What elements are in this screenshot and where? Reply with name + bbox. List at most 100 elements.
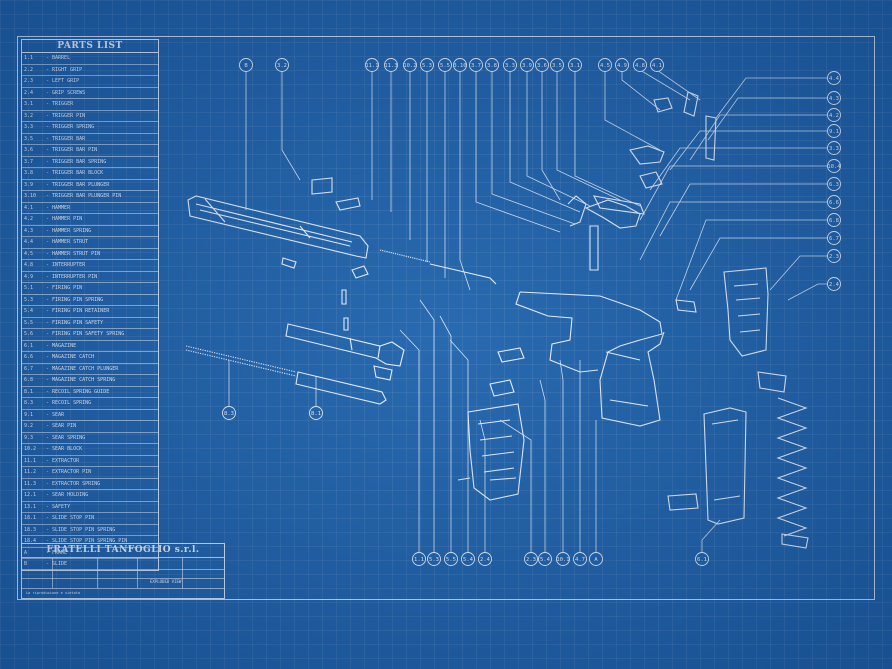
callout-label: 4.8 (635, 63, 645, 69)
slide-stop-drawing (311, 177, 361, 211)
parts-list-row: 5.3- FIRING PIN SPRING (22, 295, 158, 306)
callout-bubble-top: B (239, 58, 253, 72)
part-code: 4.2 (24, 216, 34, 222)
callout-circle (827, 231, 841, 245)
callout-bubble-top: 4.5 (598, 58, 612, 72)
callout-label: 3.8 (487, 63, 497, 69)
parts-list-row: 18.1- SLIDE STOP PIN (22, 513, 158, 525)
parts-list-row: 2.4- GRIP SCREWS (22, 88, 158, 99)
parts-list-row: 4.1- HAMMER (22, 203, 158, 214)
callout-bubble-bottom: 6.1 (695, 552, 709, 566)
leader-line (449, 339, 469, 552)
part-name: - BARREL (46, 55, 71, 61)
callout-bubble-bottom: 5.3 (427, 552, 441, 566)
part-code: 2.4 (24, 89, 34, 96)
part-code: 18.4 (24, 538, 37, 544)
title-block-rule (22, 578, 224, 579)
parts-list-row: 2.3- LEFT GRIP (22, 76, 158, 88)
part-code: 2.2 (24, 66, 34, 73)
part-code: 6.8 (24, 377, 34, 383)
part-name: - FIRING PIN SAFETY (46, 319, 104, 326)
callout-circle (589, 552, 603, 566)
parts-list-row: 12.1- SEAR HOLDING (22, 490, 158, 502)
callout-bubble-bottom: 2.4 (478, 552, 492, 566)
part-code: 3.3 (24, 124, 34, 130)
slide-drawing (187, 195, 369, 259)
leader-line (399, 329, 420, 552)
callout-label: 3.9 (522, 63, 532, 69)
title-block-rule (97, 558, 98, 588)
callout-circle (827, 159, 841, 173)
callout-circle (650, 58, 664, 72)
part-code: 5.6 (24, 331, 34, 337)
hammer-drawing (584, 199, 641, 229)
callout-label: 10.1 (556, 557, 569, 563)
callout-circle (695, 552, 709, 566)
callout-circle (827, 71, 841, 85)
leader-line (479, 419, 486, 552)
callout-label: 2.4 (829, 282, 840, 288)
callout-bubble-top: 3.3 (503, 58, 517, 72)
callout-label: 4.1 (652, 63, 662, 69)
parts-list-row: 3.3- TRIGGER SPRING (22, 122, 158, 134)
part-code: 1.1 (24, 55, 34, 61)
front-sight (281, 257, 297, 269)
callout-label: 6.7 (829, 236, 839, 242)
part-code: 6.7 (24, 365, 34, 372)
hammer-strut (705, 115, 717, 161)
callout-bubble-right: 6.7 (827, 231, 841, 245)
parts-list-row: 13.1- SAFETY (22, 502, 158, 513)
parts-list-row: 3.8- TRIGGER BAR BLOCK (22, 168, 158, 180)
callout-label: 6.6 (829, 200, 839, 206)
callout-bubble-right: 3.3 (827, 141, 841, 155)
callout-circle (485, 58, 499, 72)
magazine-drawing (703, 407, 747, 525)
leader-line (689, 114, 827, 161)
parts-list-row: 5.6- FIRING PIN SAFETY SPRING (22, 329, 158, 341)
part-name: - TRIGGER BAR PLUNGER PIN (46, 193, 122, 199)
callout-circle (412, 552, 426, 566)
callout-bubble-right: 4.3 (827, 91, 841, 105)
callout-circle (535, 58, 549, 72)
callout-circle (365, 58, 379, 72)
part-name: - SLIDE STOP PIN (46, 515, 95, 521)
part-code: 3.5 (24, 135, 34, 142)
leader-line (604, 72, 661, 151)
leader-line (459, 72, 471, 291)
part-code: 6.6 (24, 354, 34, 360)
callout-label: 4.3 (829, 96, 839, 102)
extractor-drawing (351, 265, 369, 279)
part-name: - FIRING PIN SPRING (46, 296, 104, 303)
callout-bubble-bottom: 8.3 (222, 406, 236, 420)
parts-list-row: 4.8- INTERRUPTER (22, 260, 158, 272)
callout-bubble-bottom: 5.5 (444, 552, 458, 566)
parts-list-row: 4.2- HAMMER PIN (22, 214, 158, 226)
part-name: - HAMMER STRUT (46, 239, 89, 245)
part-code: 4.8 (24, 262, 34, 268)
parts-list-row: 3.1- TRIGGER (22, 99, 158, 111)
callout-circle (556, 552, 570, 566)
callout-bubble-top: 4.8 (633, 58, 647, 72)
part-name: - HAMMER SPRING (46, 227, 92, 234)
callout-label: 6.8 (829, 218, 839, 224)
callout-circle (827, 124, 841, 138)
callout-bubble-top: 4.1 (650, 58, 664, 72)
part-code: 3.7 (24, 158, 34, 165)
parts-list-title: PARTS LIST (22, 40, 158, 53)
callout-bubble-bottom: 5.4 (538, 552, 552, 566)
callout-circle (403, 58, 417, 72)
part-code: 2.3 (24, 78, 34, 84)
callout-bubble-top: 11.1 (365, 58, 379, 72)
part-code: 5.1 (24, 285, 34, 291)
part-code: 6.1 (24, 342, 34, 349)
callout-circle (469, 58, 483, 72)
part-code: 12.1 (24, 492, 37, 498)
callout-bubble-top: 3.1 (568, 58, 582, 72)
part-name: - FIRING PIN RETAINER (46, 308, 110, 314)
callout-circle (239, 58, 253, 72)
magazine-floorplate (667, 493, 699, 511)
callout-label: 4.2 (829, 113, 839, 119)
parts-list-row: 3.10- TRIGGER BAR PLUNGER PIN (22, 191, 158, 203)
